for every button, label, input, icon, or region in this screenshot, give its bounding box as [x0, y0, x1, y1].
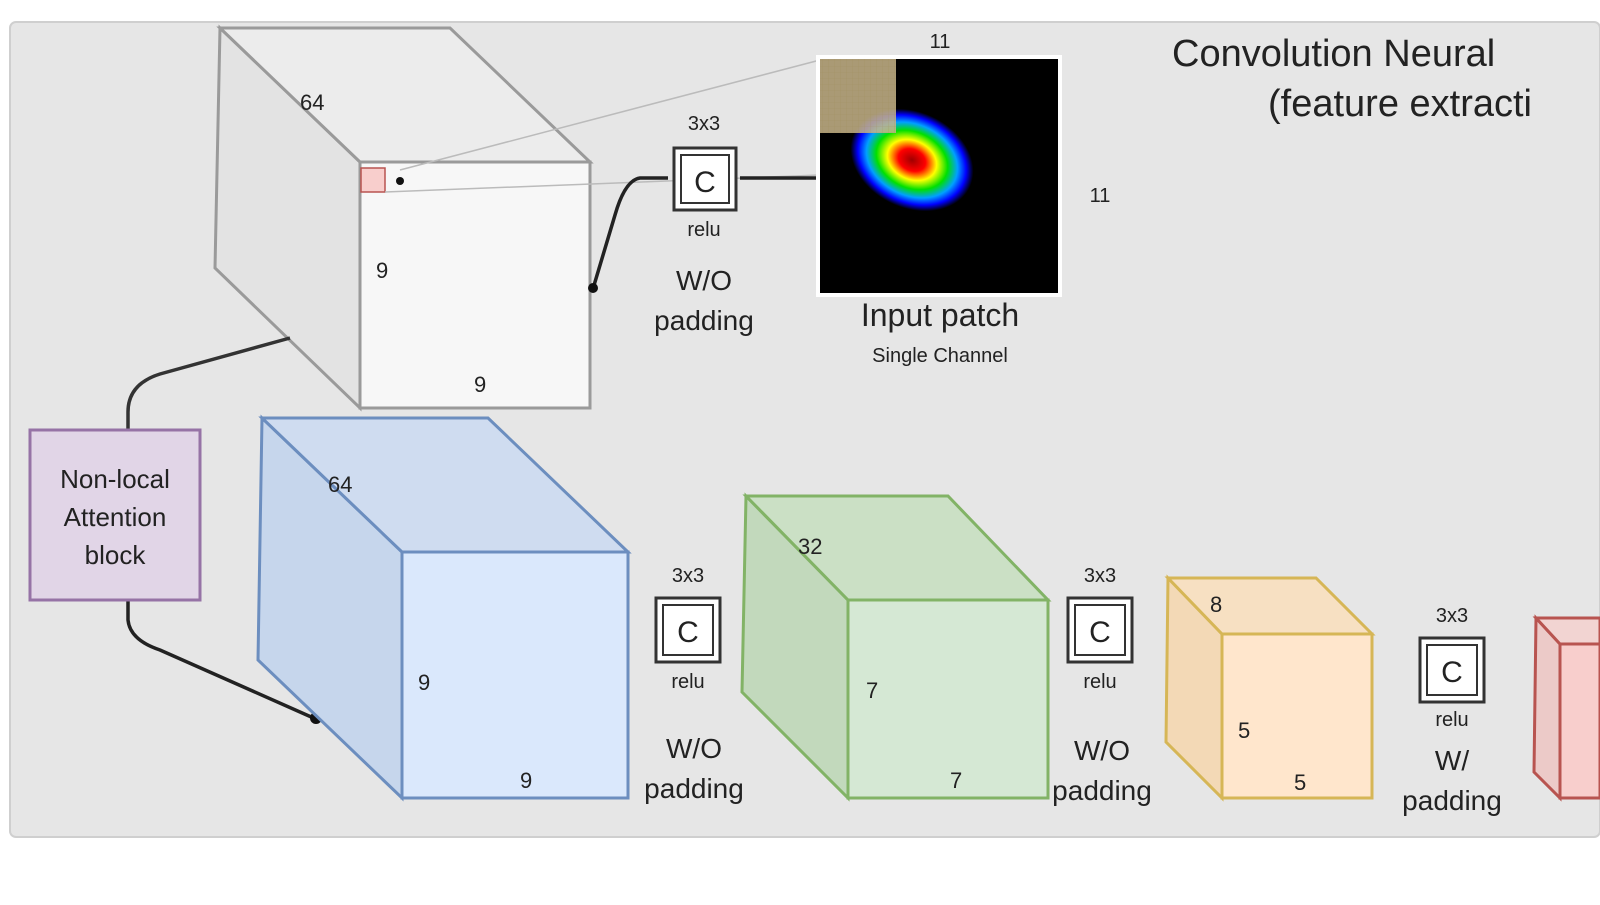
conv-2-symbol: C	[677, 616, 699, 649]
conv-2-activation: relu	[671, 671, 704, 693]
conv-3-kernel: 3x3	[1084, 565, 1116, 587]
kernel-window-grid	[820, 59, 896, 133]
cube-3-front	[846, 598, 1050, 800]
cube-3-height: 7	[866, 678, 878, 703]
conv-4-padding-1: W/	[1435, 745, 1469, 776]
heatmap-blob	[850, 108, 974, 212]
diagram-title: Convolution Neural (feature extracti	[1172, 33, 1532, 125]
cube-2-width: 9	[520, 768, 532, 793]
feature-map-5-partial	[1532, 614, 1600, 802]
conv-op-1: 3x3 C relu W/O padding	[654, 113, 754, 336]
conv-2-kernel: 3x3	[672, 565, 704, 587]
conv-1-symbol: C	[694, 166, 716, 199]
conv-1-box-inner	[680, 154, 730, 204]
cube-3-depth: 32	[798, 534, 822, 559]
connector-map1-to-attention	[126, 336, 291, 430]
attention-line-1: Non-local	[60, 464, 170, 494]
conv-4-activation: relu	[1435, 709, 1468, 731]
rf-anchor-dot	[396, 177, 404, 185]
feature-map-2: 64 9 9	[256, 414, 632, 802]
conv-2-padding-2: padding	[644, 773, 744, 804]
conv-2-box	[654, 596, 722, 664]
cube-5-front	[1558, 642, 1600, 800]
connector-input-to-map1	[590, 176, 820, 293]
attention-line-3: block	[85, 540, 147, 570]
conv-3-padding-1: W/O	[1074, 735, 1130, 766]
feature-map-3: 32 7 7	[740, 492, 1052, 802]
connector-dot-1	[588, 283, 598, 293]
cube-1-height: 9	[376, 258, 388, 283]
conv-1-kernel: 3x3	[688, 113, 720, 135]
conv-1-padding-2: padding	[654, 305, 754, 336]
input-patch: 11 11 Input patch Single Channel	[816, 31, 1110, 367]
input-patch-width: 11	[930, 31, 951, 53]
feature-map-4: 8 5 5	[1164, 574, 1376, 802]
conv-1-activation: relu	[687, 219, 720, 241]
conv-op-3: 3x3 C relu W/O padding	[1052, 565, 1152, 806]
conv-4-kernel: 3x3	[1436, 605, 1468, 627]
cube-2-height: 9	[418, 670, 430, 695]
cube-3-width: 7	[950, 768, 962, 793]
input-patch-label: Input patch	[861, 297, 1019, 333]
conv-2-box-inner	[662, 604, 714, 656]
conv-3-activation: relu	[1083, 671, 1116, 693]
cube-1-depth: 64	[300, 90, 324, 115]
conv-op-2: 3x3 C relu W/O padding	[644, 565, 744, 804]
conv-4-box-inner	[1426, 644, 1478, 696]
conv-1-padding-1: W/O	[676, 265, 732, 296]
conv-3-symbol: C	[1089, 616, 1111, 649]
conv-1-box	[672, 146, 738, 212]
conv-4-box	[1418, 636, 1486, 704]
receptive-field-marker	[360, 167, 386, 193]
attention-block: Non-local Attention block	[28, 428, 202, 602]
cube-4-front	[1220, 632, 1374, 800]
title-line-2: (feature extracti	[1268, 83, 1532, 125]
feature-map-1: 64 9 9	[213, 24, 594, 412]
input-patch-height: 11	[1090, 185, 1111, 207]
conv-2-padding-1: W/O	[666, 733, 722, 764]
conv-3-padding-2: padding	[1052, 775, 1152, 806]
conv-op-4: 3x3 C relu W/ padding	[1402, 605, 1502, 816]
cube-2-depth: 64	[328, 472, 352, 497]
cube-4-width: 5	[1294, 770, 1306, 795]
cube-4-height: 5	[1238, 718, 1250, 743]
attention-line-2: Attention	[64, 502, 167, 532]
cube-1-width: 9	[474, 372, 486, 397]
conv-4-symbol: C	[1441, 656, 1463, 689]
title-line-1: Convolution Neural	[1172, 33, 1495, 75]
conv-3-box-inner	[1074, 604, 1126, 656]
cube-2-front	[400, 550, 630, 800]
connector-attention-to-map2	[126, 600, 319, 722]
rf-guide-line-1	[399, 59, 821, 171]
cube-1-front	[358, 160, 592, 410]
cube-4-depth: 8	[1210, 592, 1222, 617]
input-patch-sublabel: Single Channel	[872, 345, 1008, 367]
cube-5-top	[1532, 616, 1600, 646]
conv-4-padding-2: padding	[1402, 785, 1502, 816]
attention-block-box	[28, 428, 202, 602]
conv-3-box	[1066, 596, 1134, 664]
cube-5-side	[1532, 614, 1562, 802]
